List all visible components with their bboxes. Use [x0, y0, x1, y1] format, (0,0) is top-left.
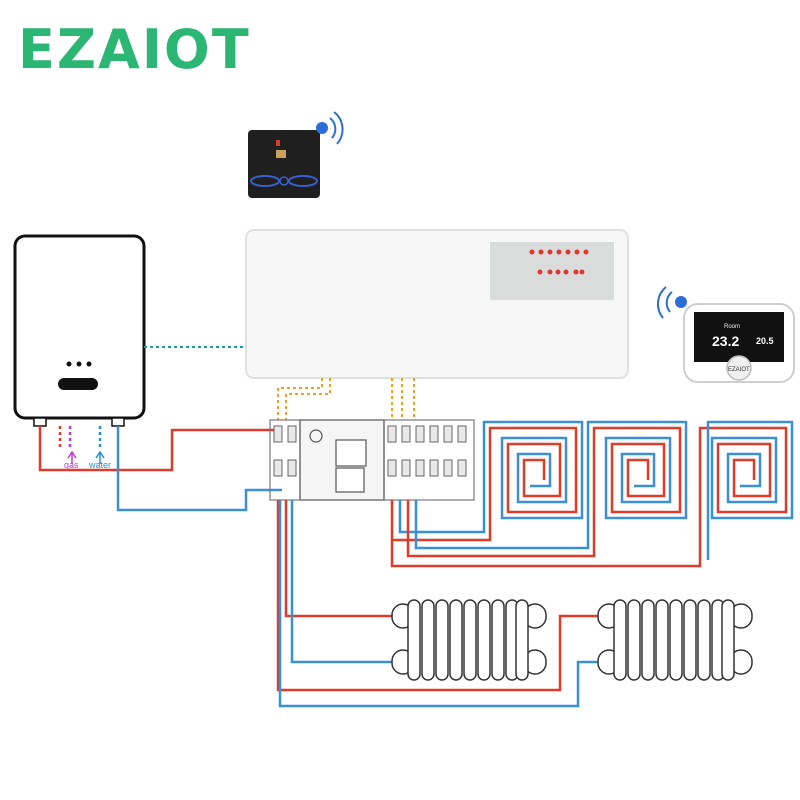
wifi-icon [656, 286, 687, 319]
thermostat-brand: EZAIOT [728, 367, 750, 373]
switch-touch-left [250, 175, 280, 187]
wiring-controller [245, 229, 629, 379]
smart-switch [248, 130, 320, 198]
switch-body [248, 130, 320, 198]
thermostat-screen [694, 312, 784, 362]
gas-label: gas [64, 460, 79, 470]
arrow-up-icon [95, 450, 105, 464]
thermostat: Room 23.2 20.5 EZAIOT [683, 303, 795, 383]
thermostat-dial [726, 355, 752, 381]
water-label: water [88, 460, 111, 470]
arrow-up-icon [67, 450, 77, 464]
logo-text: EZAIOT [18, 18, 251, 81]
boiler-display [58, 378, 98, 390]
thermostat-temp-small: 20.5 [756, 336, 774, 346]
wifi-icon [316, 111, 344, 145]
radiator-left [391, 599, 547, 681]
radiator-right [597, 599, 753, 681]
switch-touch-right [288, 175, 318, 187]
manifold [269, 419, 475, 501]
brand-logo: EZAIOT [18, 18, 251, 81]
boiler-body [13, 234, 146, 420]
thermostat-temp-main: 23.2 [712, 333, 739, 349]
control-wires [277, 378, 415, 420]
thermostat-room-label: Room [724, 324, 740, 330]
switch-indicator [276, 150, 286, 158]
switch-touch-center [279, 176, 289, 186]
boiler [13, 234, 146, 427]
floor-heating-loops [390, 420, 794, 568]
radiator-pipes [276, 500, 598, 708]
switch-led [276, 140, 280, 146]
